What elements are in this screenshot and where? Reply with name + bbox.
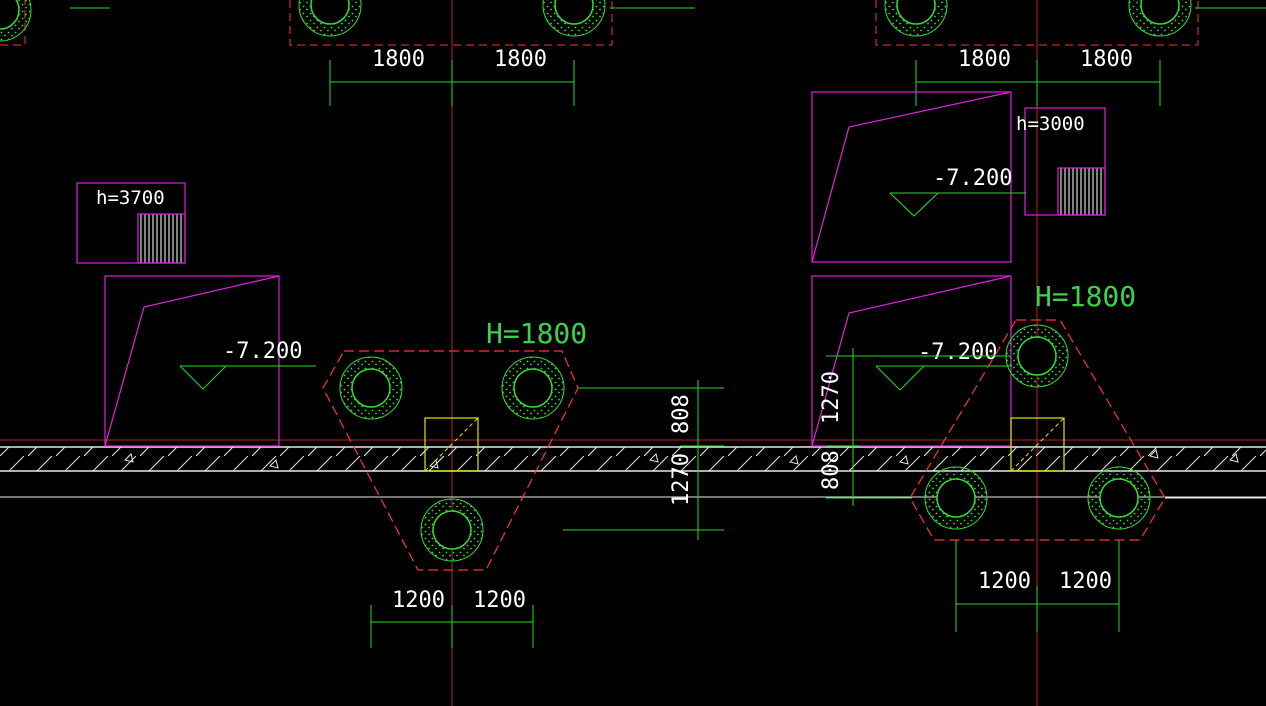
top-dimension-right [915,60,1161,106]
dim-bottom-right-2: 1200 [1059,569,1112,594]
elevation-label-right-upper: -7.200 [933,166,1012,191]
pile-left-1 [339,356,403,420]
top-dimension-left [329,60,575,106]
floor-slab [0,446,1266,498]
pile-left-2 [501,356,565,420]
pit-depth-label-right: h=3000 [1016,113,1085,135]
dim-top-left-2: 1800 [494,47,547,72]
pile-right-2 [924,466,988,530]
bottom-dimension-right [955,540,1120,632]
dim-top-right-2: 1800 [1080,47,1133,72]
dim-bottom-left-1: 1200 [392,588,445,613]
elevation-label-right-lower: -7.200 [918,340,997,365]
dim-bottom-left-2: 1200 [473,588,526,613]
pile-right-1 [1005,324,1069,388]
vertical-dimension-right [826,348,860,506]
pile-cap-right [826,319,1266,541]
dim-top-left-1: 1800 [372,47,425,72]
dim-vertical-left-2: 1270 [669,453,694,506]
right-pit-upper [811,91,1106,263]
vertical-dimension-left [680,380,724,540]
dim-top-right-1: 1800 [958,47,1011,72]
top-pile-caps [0,0,1266,46]
pile-cap-height-left: H=1800 [486,317,587,350]
dim-vertical-left-1: 808 [669,394,694,434]
pile-left-3 [420,498,484,562]
pit-depth-label-left: h=3700 [96,187,165,209]
elevation-marker-left [179,365,316,390]
bottom-dimension-left [370,605,534,648]
dim-vertical-right-1: 1270 [819,371,844,424]
left-pit [76,182,280,447]
elevation-marker-right-lower [875,365,1012,391]
elevation-label-left: -7.200 [223,339,302,364]
pile-cap-height-right: H=1800 [1035,280,1136,313]
elevation-marker-right-upper [889,192,1026,217]
dim-vertical-right-2: 808 [819,450,844,490]
dim-bottom-right-1: 1200 [978,569,1031,594]
pile-right-3 [1087,466,1151,530]
